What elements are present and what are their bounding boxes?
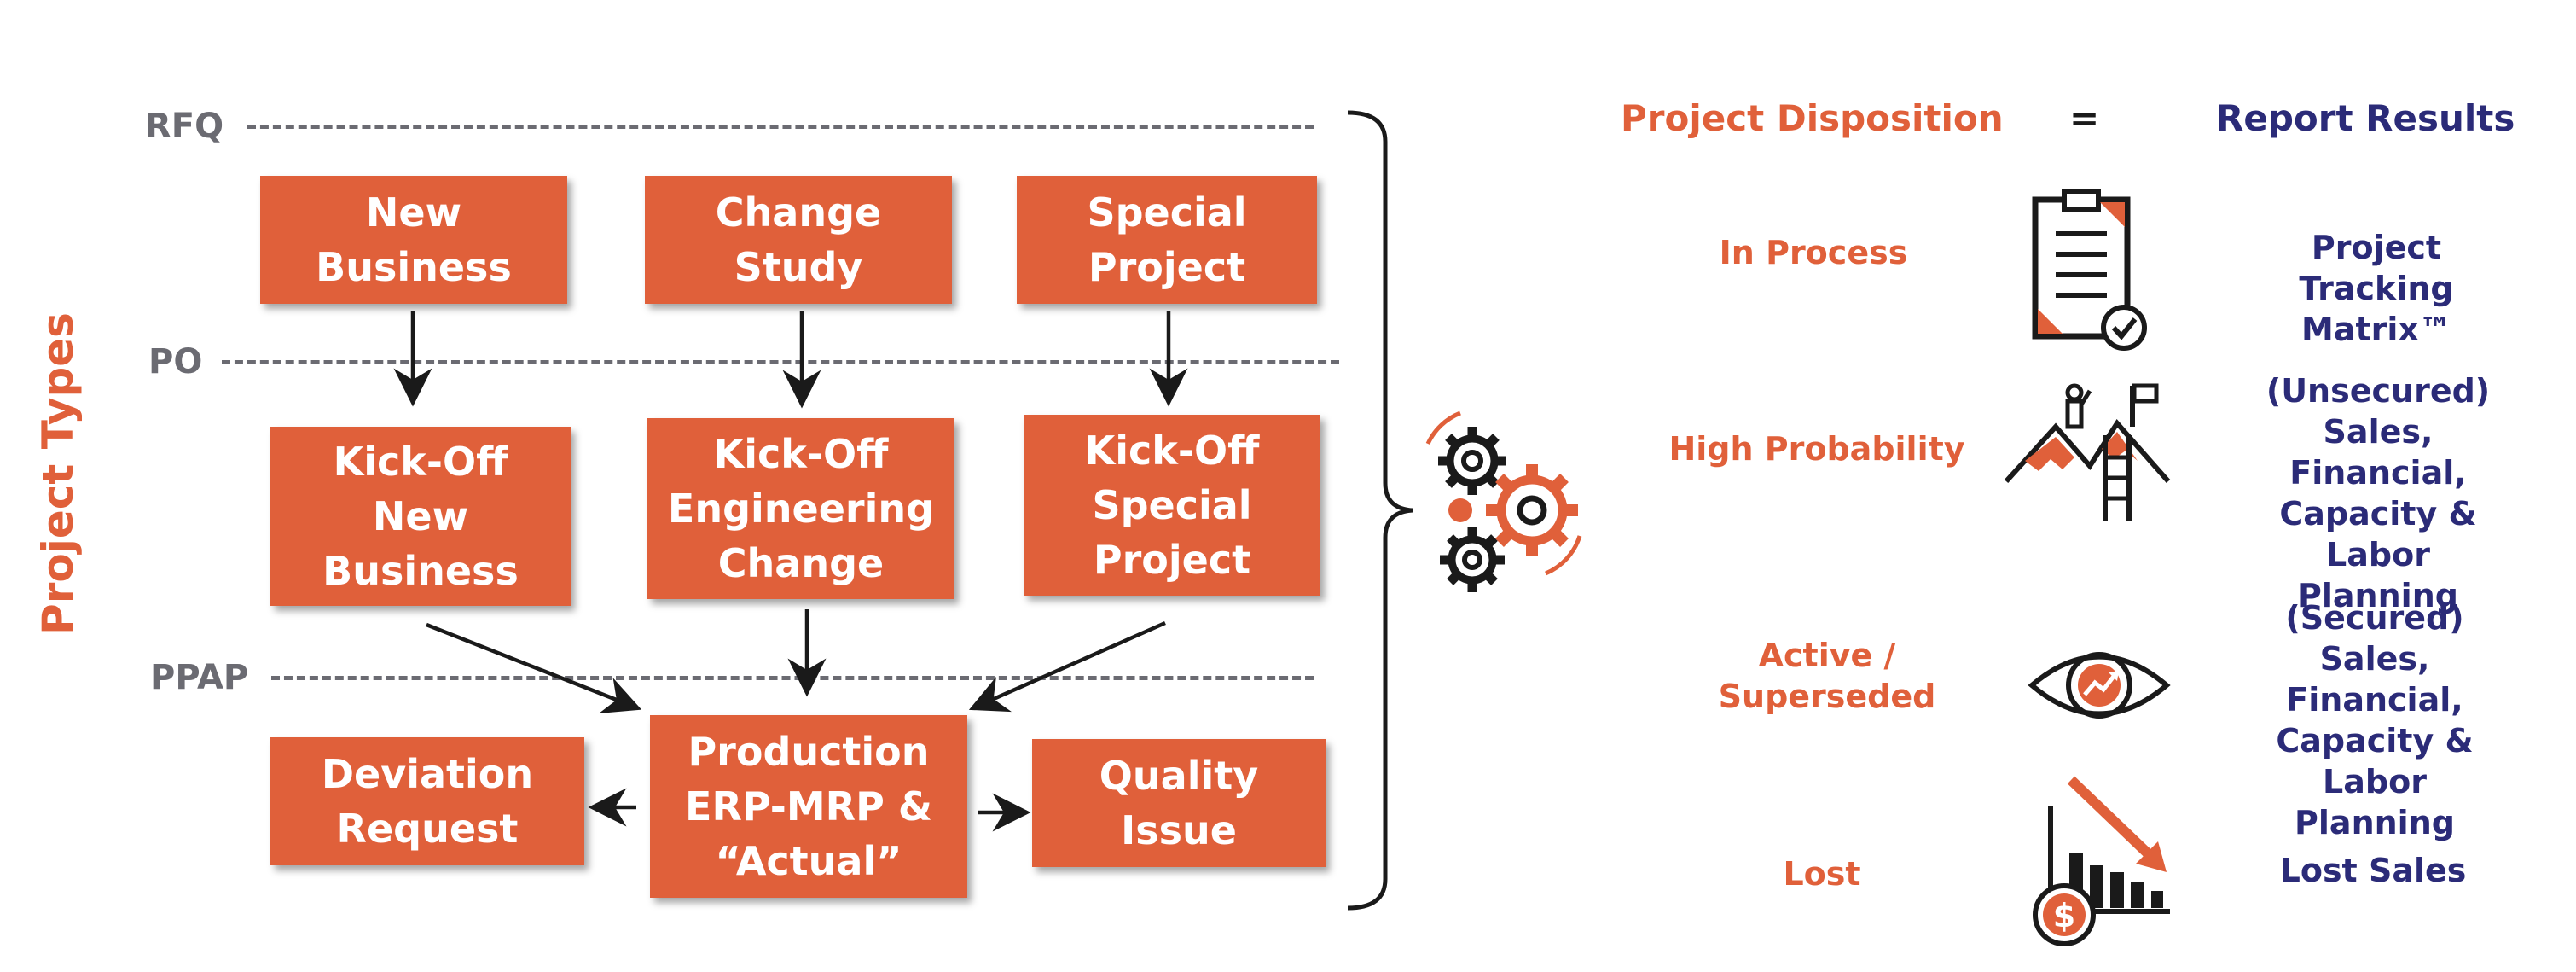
- level-ppap-label: PPAP: [150, 658, 249, 697]
- arrow-kickoff-sp-to-production: [968, 620, 1166, 713]
- declining-chart-dollar-icon: $: [2033, 776, 2170, 946]
- result-lost-sales: Lost Sales: [2279, 852, 2467, 889]
- kickoff-engineering-change-box: Kick-Off Engineering Change: [647, 418, 954, 599]
- result-unsecured-planning: (Unsecured) Sales, Financial, Capacity &…: [2266, 372, 2491, 614]
- kickoff-new-business-box: Kick-Off New Business: [270, 427, 571, 606]
- equals-sign: =: [2069, 97, 2100, 139]
- disposition-lost: Lost: [1783, 855, 1861, 893]
- disposition-in-process: In Process: [1719, 234, 1908, 271]
- new-business-box: New Business: [260, 176, 567, 304]
- result-secured-planning: (Secured) Sales, Financial, Capacity & L…: [2276, 599, 2474, 841]
- grouping-bracket: [1347, 110, 1413, 911]
- po-dashed-line: [222, 360, 1339, 364]
- level-rfq-label: RFQ: [145, 107, 224, 146]
- project-disposition-header: Project Disposition: [1621, 97, 2004, 139]
- report-results-header: Report Results: [2216, 97, 2515, 139]
- gears-icon: [1425, 410, 1582, 592]
- deviation-request-box: Deviation Request: [270, 737, 584, 865]
- production-box: Production ERP-MRP & “Actual”: [650, 715, 967, 898]
- clipboard-check-icon: [2032, 189, 2147, 351]
- result-project-tracking-matrix: Project Tracking Matrix™: [2299, 229, 2454, 348]
- quality-issue-box: Quality Issue: [1032, 739, 1326, 867]
- svg-text:$: $: [2053, 897, 2075, 934]
- rfq-dashed-line: [247, 125, 1314, 129]
- disposition-high-probability: High Probability: [1668, 430, 1965, 468]
- special-project-box: Special Project: [1017, 176, 1317, 304]
- arrow-kickoff-nb-to-production: [426, 622, 642, 714]
- disposition-active-superseded: Active / Superseded: [1718, 637, 1936, 715]
- eye-chart-icon: [2028, 652, 2171, 719]
- change-study-box: Change Study: [645, 176, 952, 304]
- kickoff-special-project-box: Kick-Off Special Project: [1024, 415, 1320, 596]
- level-po-label: PO: [148, 342, 203, 381]
- mountain-flag-icon: [2004, 383, 2171, 521]
